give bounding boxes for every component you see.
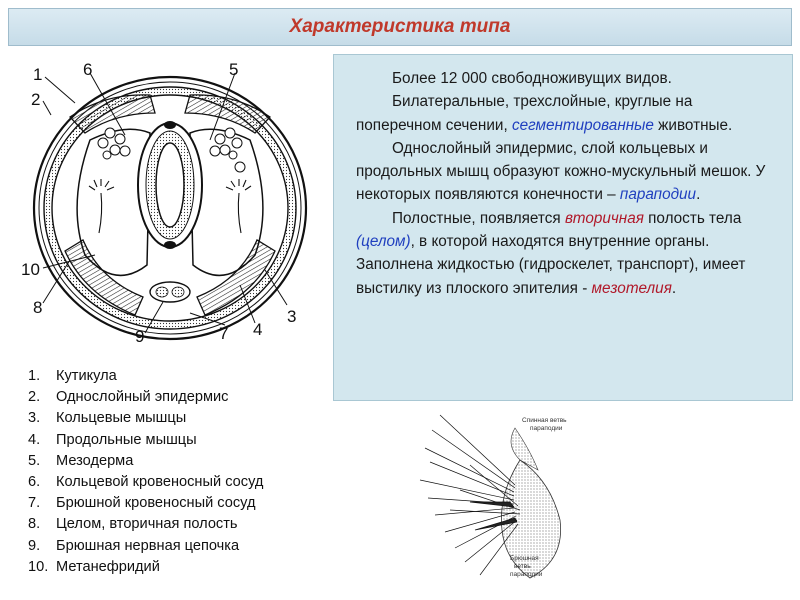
diagram-label-4: 4	[253, 320, 262, 339]
info-p2-text-b: животные.	[653, 116, 733, 134]
legend-text: Метанефридий	[56, 558, 160, 575]
term-segmented: сегментированные	[511, 116, 654, 134]
legend-text: Целом, вторичная полость	[56, 516, 238, 533]
legend-text: Кольцевой кровеносный сосуд	[56, 474, 264, 491]
parapodium-body	[501, 427, 562, 579]
title-bar: Характеристика типа	[8, 8, 792, 46]
intestine	[137, 121, 203, 249]
legend-num: 5.	[28, 452, 41, 469]
term-secondary: вторичная	[564, 209, 644, 227]
legend-text: Кольцевые мышцы	[56, 410, 187, 427]
legend-num: 7.	[28, 495, 41, 512]
diagram-label-8: 8	[33, 298, 42, 317]
legend-text: Кутикула	[56, 368, 117, 384]
parapodium-labels: Спинная ветвь параподии Брюшная ветвь па…	[510, 417, 567, 578]
legend-text: Брюшная нервная цепочка	[56, 537, 240, 554]
legend-num: 8.	[28, 516, 41, 533]
info-p4-text-b: полость тела	[643, 209, 742, 227]
parapodium-label-ventral-2: ветвь	[514, 563, 531, 570]
legend-text: Однослойный эпидермис	[56, 389, 229, 406]
info-p4-text-a: Полостные, появляется	[392, 209, 565, 227]
legend-num: 10.	[28, 558, 49, 575]
diagram-label-2: 2	[31, 90, 40, 109]
info-p3-text-a: Однослойный эпидермис, слой кольцевых и …	[356, 139, 766, 204]
parapodium-svg: Спинная ветвь параподии Брюшная ветвь па…	[419, 414, 567, 579]
info-paragraph-4: Полостные, появляется вторичная полость …	[356, 207, 782, 300]
parapodium-label-ventral-3: параподии	[510, 571, 543, 578]
legend-text: Брюшной кровеносный сосуд	[56, 495, 256, 512]
info-p2-text-a: Билатеральные, трехслойные, круглые на п…	[356, 93, 693, 134]
chaetae	[419, 414, 521, 576]
diagram-label-6: 6	[83, 60, 92, 79]
gonad-clusters	[97, 127, 246, 173]
legend-text: Продольные мышцы	[56, 431, 197, 448]
legend-item: 7. Брюшной кровеносный сосуд	[28, 493, 328, 514]
legend-text: Мезодерма	[56, 452, 134, 469]
diagram-label-3: 3	[287, 307, 296, 326]
legend-item: 6. Кольцевой кровеносный сосуд	[28, 472, 328, 493]
diagram-label-9: 9	[135, 327, 144, 346]
legend-num: 1.	[28, 368, 41, 384]
longitudinal-muscles	[64, 94, 276, 316]
diagram-label-7: 7	[219, 324, 228, 343]
legend-num: 3.	[28, 410, 41, 427]
cross-section-svg: 1 2 3 4 5 6 7 8 9 10	[21, 60, 308, 346]
legend-item: 1. Кутикула	[28, 366, 328, 387]
cross-section-diagram: 1 2 3 4 5 6 7 8 9 10	[15, 55, 325, 355]
legend-num: 9.	[28, 537, 41, 554]
parapodium-label-dorsal-2: параподии	[530, 425, 563, 432]
info-paragraph-2: Билатеральные, трехслойные, круглые на п…	[356, 90, 782, 137]
term-parapodia: параподии	[619, 186, 697, 204]
characteristics-box: Более 12 000 свободноживущих видов. Била…	[333, 54, 793, 401]
term-mesothelium: мезотелия	[591, 279, 672, 297]
legend-item: 10. Метанефридий	[28, 557, 328, 578]
ventral-nerve-cord	[149, 281, 191, 303]
legend-item: 9. Брюшная нервная цепочка	[28, 536, 328, 557]
diagram-label-5: 5	[229, 60, 238, 79]
info-p4-text-d: .	[671, 279, 677, 297]
parapodium-illustration: Спинная ветвь параподии Брюшная ветвь па…	[410, 410, 600, 590]
legend-num: 4.	[28, 431, 41, 448]
info-p1-text: Более 12 000 свободноживущих видов.	[392, 70, 672, 87]
legend-num: 6.	[28, 474, 41, 491]
parapodium-label-ventral-1: Брюшная	[510, 555, 539, 562]
legend-item: 5. Мезодерма	[28, 451, 328, 472]
legend-list: 1. Кутикула 2. Однослойный эпидермис 3. Кол…	[28, 366, 328, 578]
legend-item: 2. Однослойный эпидермис	[28, 387, 328, 408]
leader-lines	[42, 72, 288, 334]
legend-num: 2.	[28, 389, 41, 406]
parapodium-label-dorsal-1: Спинная ветвь	[522, 417, 567, 424]
legend-item: 3. Кольцевые мышцы	[28, 408, 328, 429]
legend-item: 4. Продольные мышцы	[28, 430, 328, 451]
diagram-label-1: 1	[33, 65, 42, 84]
info-paragraph-3: Однослойный эпидермис, слой кольцевых и …	[356, 137, 782, 207]
legend-item: 8. Целом, вторичная полость	[28, 514, 328, 535]
diagram-labels: 1 2 3 4 5 6 7 8 9 10	[21, 60, 296, 346]
diagram-label-10: 10	[21, 260, 40, 279]
info-p4-text-c: , в которой находятся внутренние органы.…	[356, 233, 746, 297]
term-coelom: (целом)	[356, 233, 411, 251]
metanephridia	[88, 179, 252, 234]
info-p3-text-b: .	[696, 186, 701, 204]
slide-title: Характеристика типа	[289, 16, 511, 37]
info-paragraph-1: Более 12 000 свободноживущих видов.	[356, 67, 782, 90]
